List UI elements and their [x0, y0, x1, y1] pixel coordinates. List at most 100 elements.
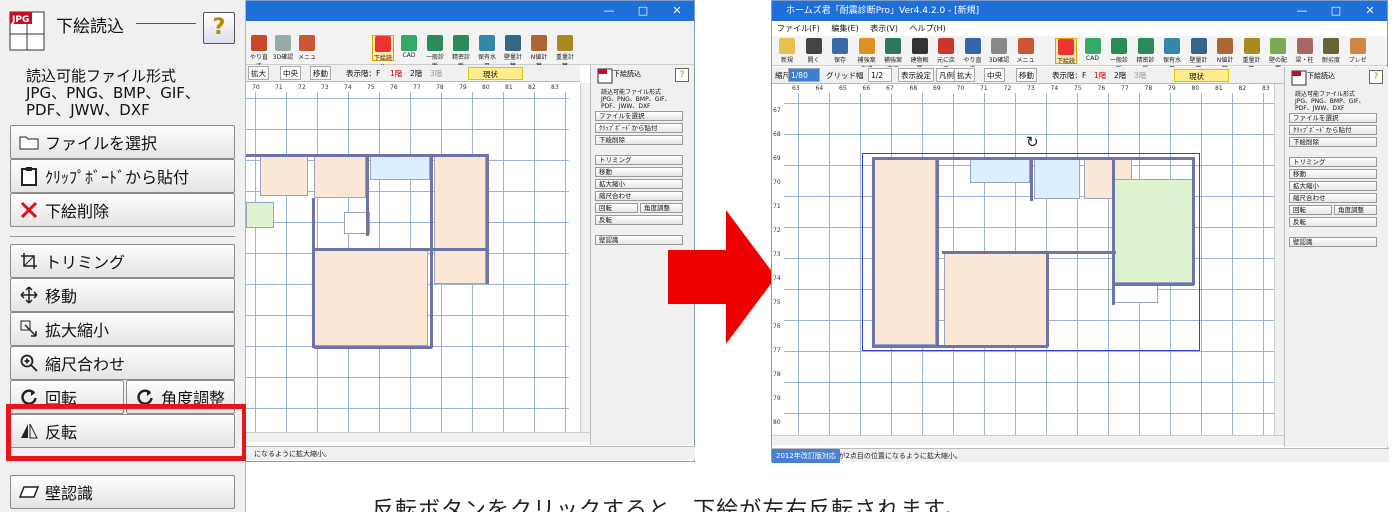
- selection-frame[interactable]: [862, 153, 1200, 351]
- horizontal-scrollbar[interactable]: [246, 432, 590, 442]
- side-angle-button[interactable]: 角度調整: [1334, 205, 1377, 215]
- zoom-button[interactable]: 拡大: [248, 66, 269, 80]
- move-button[interactable]: 移動: [10, 278, 235, 312]
- help-button[interactable]: ?: [203, 12, 235, 44]
- maximize-button[interactable]: □: [1330, 4, 1342, 17]
- delete-sketch-button[interactable]: 下絵削除: [10, 193, 235, 227]
- minimize-button[interactable]: —: [603, 4, 615, 17]
- toolbar-button[interactable]: メニュー: [1015, 38, 1037, 73]
- close-button[interactable]: ✕: [672, 4, 682, 17]
- fit-scale-button[interactable]: 縮尺合わせ: [10, 346, 235, 380]
- zoom-button[interactable]: 拡大: [954, 68, 975, 82]
- maximize-button[interactable]: □: [637, 4, 649, 17]
- side-help-button[interactable]: ?: [675, 68, 689, 82]
- toolbar-button[interactable]: 壁量計算: [1188, 38, 1210, 73]
- side-paste-button[interactable]: ｸﾘｯﾌﾟﾎﾞｰﾄﾞから貼付: [1289, 125, 1377, 135]
- wall-recognition-button[interactable]: 壁認識: [10, 475, 235, 509]
- toolbar-button[interactable]: 建物概要: [909, 38, 931, 73]
- toolbar-button[interactable]: 保有水平: [1161, 38, 1183, 73]
- side-wall-button[interactable]: 壁認識: [1289, 237, 1377, 247]
- floor-1-radio[interactable]: 1階: [390, 69, 403, 78]
- side-trim-button[interactable]: トリミング: [595, 155, 683, 165]
- side-rotate-button[interactable]: 回転: [1289, 205, 1332, 215]
- current-state-tab[interactable]: 現状: [1174, 69, 1229, 82]
- side-delete-button[interactable]: 下絵削除: [595, 135, 683, 145]
- toolbar-button[interactable]: N値計算: [1214, 38, 1236, 73]
- side-help-button[interactable]: ?: [1369, 70, 1383, 84]
- side-paste-button[interactable]: ｸﾘｯﾌﾟﾎﾞｰﾄﾞから貼付: [595, 123, 683, 133]
- side-fit-button[interactable]: 縮尺合わせ: [595, 191, 683, 201]
- minimize-button[interactable]: —: [1296, 4, 1308, 17]
- menu-view[interactable]: 表示(V): [870, 24, 898, 33]
- side-scale-button[interactable]: 拡大縮小: [1289, 181, 1377, 191]
- side-rotate-button[interactable]: 回転: [595, 203, 638, 213]
- side-select-file-button[interactable]: ファイルを選択: [595, 111, 683, 121]
- display-settings-button[interactable]: 表示設定: [898, 68, 934, 82]
- menu-file[interactable]: ファイル(F): [777, 24, 820, 33]
- floor-3-radio[interactable]: 3階: [430, 69, 443, 78]
- toolbar-button[interactable]: 一般診断: [1108, 38, 1130, 73]
- toolbar-cad[interactable]: CAD: [398, 35, 420, 61]
- floor-2-radio[interactable]: 2階: [410, 69, 423, 78]
- side-select-file-button[interactable]: ファイルを選択: [1289, 113, 1377, 123]
- rotate-handle-icon[interactable]: ↻: [1026, 133, 1039, 151]
- select-file-button[interactable]: ファイルを選択: [10, 125, 235, 159]
- pan-button[interactable]: 移動: [310, 66, 331, 80]
- side-delete-button[interactable]: 下絵削除: [1289, 137, 1377, 147]
- toolbar-button[interactable]: 補強案変更: [882, 38, 904, 73]
- toolbar-button[interactable]: 精密診断: [1135, 38, 1157, 73]
- center-button[interactable]: 中央: [984, 68, 1005, 82]
- side-angle-button[interactable]: 角度調整: [640, 203, 683, 213]
- toolbar-horizontal[interactable]: 保有水平: [476, 35, 498, 70]
- toolbar-button[interactable]: 3D確認: [988, 38, 1010, 64]
- toolbar-button[interactable]: 下絵読込: [1055, 38, 1077, 74]
- toolbar-n-value[interactable]: N値計算: [528, 35, 550, 70]
- floor-1-radio[interactable]: 1階: [1094, 71, 1107, 80]
- vertical-scrollbar[interactable]: [580, 83, 590, 432]
- toolbar-sketch-import[interactable]: 下絵読込: [372, 35, 394, 71]
- menu-edit[interactable]: 編集(E): [831, 24, 859, 33]
- toolbar-button[interactable]: やり直す: [962, 38, 984, 73]
- side-move-button[interactable]: 移動: [1289, 169, 1377, 179]
- toolbar-menu[interactable]: メニュー: [296, 35, 318, 70]
- side-scale-button[interactable]: 拡大縮小: [595, 179, 683, 189]
- side-wall-button[interactable]: 壁認識: [595, 235, 683, 245]
- pan-button[interactable]: 移動: [1016, 68, 1037, 82]
- side-flip-button[interactable]: 反転: [595, 215, 683, 225]
- toolbar-button[interactable]: 梁・柱: [1294, 38, 1316, 64]
- toolbar-button[interactable]: 補強案作成: [856, 38, 878, 73]
- toolbar-button[interactable]: 元に戻す: [935, 38, 957, 73]
- close-button[interactable]: ✕: [1365, 4, 1375, 17]
- toolbar-precise-diag[interactable]: 精密診断: [450, 35, 472, 70]
- toolbar-button[interactable]: CAD: [1082, 38, 1104, 64]
- menu-help[interactable]: ヘルプ(H): [909, 24, 946, 33]
- side-flip-button[interactable]: 反転: [1289, 217, 1377, 227]
- drawing-canvas[interactable]: [246, 92, 569, 432]
- side-trim-button[interactable]: トリミング: [1289, 157, 1377, 167]
- toolbar-button[interactable]: 開く: [803, 38, 825, 64]
- toolbar-button[interactable]: プレゼン: [1347, 38, 1369, 73]
- toolbar-button[interactable]: 新規: [776, 38, 798, 64]
- toolbar-general-diag[interactable]: 一般診断: [424, 35, 446, 70]
- toolbar-3d[interactable]: 3D確認: [272, 35, 294, 61]
- center-button[interactable]: 中央: [280, 66, 301, 80]
- drawing-canvas[interactable]: ↻: [784, 93, 1274, 435]
- toolbar-redo[interactable]: やり直す: [248, 35, 270, 70]
- grid-width-select[interactable]: 1/2: [868, 68, 892, 82]
- floor-2-radio[interactable]: 2階: [1114, 71, 1127, 80]
- vertical-scrollbar[interactable]: [1274, 84, 1284, 435]
- toolbar-button[interactable]: 壁の配置: [1267, 38, 1289, 73]
- flip-button[interactable]: 反転: [10, 414, 235, 448]
- current-state-tab[interactable]: 現状: [468, 67, 523, 80]
- side-move-button[interactable]: 移動: [595, 167, 683, 177]
- toolbar-button[interactable]: 重量計算: [1241, 38, 1263, 73]
- side-fit-button[interactable]: 縮尺合わせ: [1289, 193, 1377, 203]
- toolbar-button[interactable]: 保存: [829, 38, 851, 64]
- scale-button[interactable]: 拡大縮小: [10, 312, 235, 346]
- scale-select[interactable]: 1/80: [788, 68, 820, 82]
- toolbar-button[interactable]: 耐劣度: [1320, 38, 1342, 64]
- horizontal-scrollbar[interactable]: [772, 435, 1284, 445]
- floor-3-radio[interactable]: 3階: [1134, 71, 1147, 80]
- toolbar-weight[interactable]: 重量計算: [554, 35, 576, 70]
- trim-button[interactable]: トリミング: [10, 244, 235, 278]
